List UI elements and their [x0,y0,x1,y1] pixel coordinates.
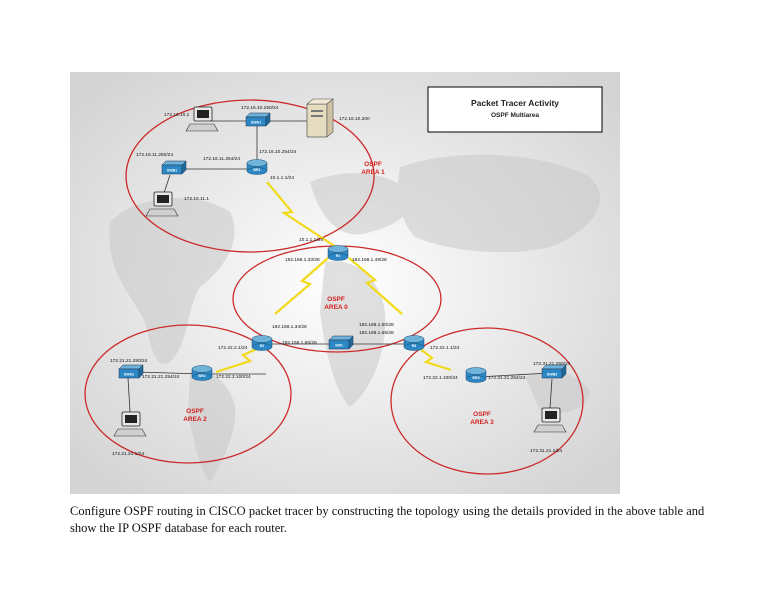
switch-swb3[interactable]: SWB3 [541,364,567,379]
switch-swa2[interactable]: SWA2 [118,364,144,379]
router-br3[interactable]: BR3 [465,367,487,383]
area-3-label-num: AREA 3 [470,419,494,426]
r2-label: R2 [260,344,265,348]
ip-r3-lan: 192.168.1.66/28 [359,330,394,336]
ip-a1-serial: 10.1.1.1/24 [270,175,294,181]
area-3-label-name: OSPF [473,411,491,418]
router-r2[interactable]: R2 [251,335,273,351]
swa2-label: SWA2 [124,373,134,377]
ip-a3-sw: 172.31.21.250/24 [533,361,571,367]
ip-a1-br1-left: 172.16.11.254/24 [203,156,240,162]
ip-r1-serial: 10.1.1.1/24 [299,237,323,243]
legend-box [427,86,603,133]
ip-a3-pc: 172.31.21.1/24 [530,448,562,454]
swb3-label: SWB3 [547,373,557,377]
ip-r1-left: 192.168.1.33/28 [285,257,320,263]
switch-swb1[interactable]: SWB1 [161,160,187,175]
r3-label: R3 [412,344,417,348]
area-1-boundary [125,99,375,253]
pc-area1-bottom[interactable] [145,191,179,217]
ip-a2-pc: 172.21.21.1/24 [112,451,144,457]
br3-label: BR3 [472,376,479,380]
sw1-label: SW1 [335,344,343,348]
area-1-label-name: OSPF [364,161,382,168]
router-r3[interactable]: R3 [403,335,425,351]
area-0-label-num: AREA 0 [324,304,348,311]
ip-a1-pc1: 172.16.10.1 [164,112,190,118]
ip-labels: 172.16.10.250/24 172.16.10.1 172.16.10.2… [110,105,571,457]
ip-a2-sw: 172.21.21.250/24 [110,358,148,364]
area-2-label-num: AREA 2 [183,416,207,423]
ip-a1-br1-top: 172.16.10.254/24 [259,149,297,155]
router-br2[interactable]: BR2 [191,365,213,381]
ip-a1-switch-top: 172.16.10.250/24 [241,105,279,111]
server-icon[interactable] [306,98,334,138]
br2-label: BR2 [198,374,205,378]
swa1-label: SWA1 [251,121,261,125]
ip-a1-server: 172.16.10.200 [339,116,370,122]
pc-area1-top[interactable] [185,106,219,132]
legend-subtitle: OSPF Multiarea [491,112,539,119]
ip-a1-sw2: 172.16.11.250/24 [136,152,173,158]
ip-r1-right: 192.168.1.49/28 [352,257,387,263]
ip-r2-lan: 192.168.1.65/28 [282,340,317,346]
ip-r2-serial: 172.22.2.1/24 [218,345,248,351]
serial-links [215,181,452,374]
area-2-boundary [84,324,292,464]
pc-area3[interactable] [533,407,567,433]
ip-r3-top: 192.168.1.50/28 [359,322,394,328]
topology-figure: Packet Tracer Activity OSPF Multiarea [70,72,620,494]
ip-a2-br-wan: 172.22.2.100/24 [216,374,251,380]
router-r1[interactable]: R1 [327,245,349,261]
r1-label: R1 [336,254,341,258]
legend-title: Packet Tracer Activity [471,98,559,108]
br1-label: BR1 [253,168,260,172]
router-br1[interactable]: BR1 [246,159,268,175]
ip-a2-br-lan: 172.21.21.254/24 [142,374,180,380]
switch-swa1[interactable]: SWA1 [245,112,271,127]
instruction-caption: Configure OSPF routing in CISCO packet t… [70,504,705,535]
area-1-label-num: AREA 1 [361,169,385,176]
world-map-background [109,154,601,482]
area-2-label-name: OSPF [186,408,204,415]
ip-a1-pc2: 172.16.11.1 [184,196,209,202]
area-3-boundary [390,327,584,475]
pc-area2[interactable] [113,411,147,437]
ip-a3-br-wan: 172.22.1.100/24 [423,375,458,381]
swb1-label: SWB1 [167,169,177,173]
ethernet-links [127,120,553,413]
switch-sw1[interactable]: SW1 [328,335,354,350]
topology-diagram: Packet Tracer Activity OSPF Multiarea [70,72,620,494]
ip-r2-top: 192.168.1.34/28 [272,324,307,330]
ip-a3-br-lan: 172.31.21.254/24 [488,375,526,381]
area-0-label-name: OSPF [327,296,345,303]
ip-r3-serial: 172.22.1.1/24 [430,345,460,351]
